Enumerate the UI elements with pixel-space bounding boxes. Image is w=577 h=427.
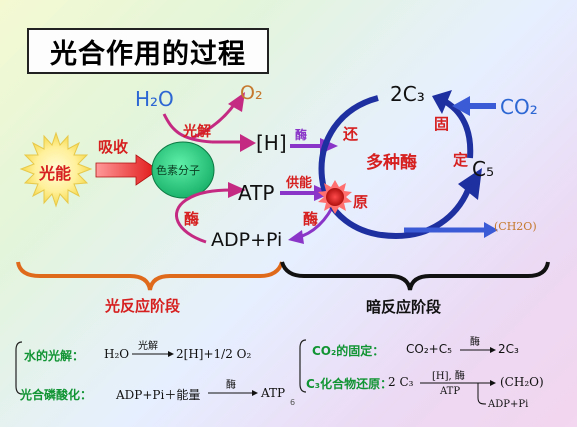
page-title: 光合作用的过程 xyxy=(27,28,269,74)
absorb-arrow xyxy=(95,154,159,186)
fix-label-2: 定 xyxy=(453,151,469,169)
reduce-label-1: 还 xyxy=(343,125,359,143)
cycle-arrowhead-bottom xyxy=(458,168,482,200)
eq1-over: 光解 xyxy=(138,341,158,352)
light-eq-bracket xyxy=(15,341,23,395)
c5-label: C₅ xyxy=(472,157,494,181)
pigment-label: 色素分子 xyxy=(156,164,200,177)
o2-arrowhead xyxy=(228,92,245,112)
o2-label: O₂ xyxy=(240,82,263,104)
cycle-arrowhead-top xyxy=(432,90,452,114)
eq1-arrowhead xyxy=(168,351,174,357)
eq2-row: 光合磷酸化： xyxy=(20,386,92,403)
eq2-lhs: ADP+Pi＋能量 xyxy=(116,388,201,402)
atp-synthesis-arrow xyxy=(175,188,233,244)
enzyme-star-icon xyxy=(318,180,352,214)
dark-stage-brace xyxy=(280,261,550,291)
co2-label: CO₂ xyxy=(500,95,538,119)
eq3-label: CO₂的固定： xyxy=(312,344,385,358)
fix-label-1: 固 xyxy=(434,115,450,133)
ch2o-label: (CH2O) xyxy=(494,220,537,233)
c3-label: 2C₃ xyxy=(390,82,425,106)
eq2-arrowhead xyxy=(252,390,258,396)
photolysis-arrow xyxy=(162,113,213,144)
eq4-label: C₃化合物还原： xyxy=(306,377,393,391)
eq4-over: [H], 酶 xyxy=(432,371,465,382)
reduce-label-2: 原 xyxy=(353,193,369,211)
h-label: [H] xyxy=(256,131,287,155)
dark-eq-bracket xyxy=(299,339,307,393)
page-title-text: 光合作用的过程 xyxy=(50,38,246,70)
eq4-rhs: (CH₂O) xyxy=(500,375,544,389)
eq1-row: 水的光解： xyxy=(24,347,84,364)
enzyme-top-label: 酶 xyxy=(295,128,308,142)
calvin-cycle-ring xyxy=(318,95,471,240)
eq2-label: 光合磷酸化： xyxy=(20,388,93,402)
co2-arrowhead xyxy=(452,96,470,116)
ch2o-arrowhead xyxy=(484,222,498,238)
atp-arrowhead xyxy=(228,182,246,198)
h2o-label: H₂O xyxy=(135,87,174,111)
eq1-rhs: 2[H]+1/2 O₂ xyxy=(176,347,252,361)
eq3-row: CO₂的固定： xyxy=(312,342,384,359)
enzyme-center-label: 酶 xyxy=(303,210,319,228)
eq4-row: C₃化合物还原： xyxy=(306,375,392,392)
eq2-rhs: ATP xyxy=(261,386,286,400)
eq4-byproduct: ADP+Pi xyxy=(488,399,529,410)
h-arrowhead xyxy=(240,134,256,152)
atp-label: ATP xyxy=(238,181,275,205)
eq3-lhs: CO₂+C₅ xyxy=(406,342,452,356)
light-energy-label: 光能 xyxy=(39,164,72,183)
adp-return-arrowhead xyxy=(288,230,304,244)
eq3-over: 酶 xyxy=(470,337,480,348)
enzyme-lower-label: 酶 xyxy=(184,210,200,228)
light-stage-label: 光反应阶段 xyxy=(105,297,181,315)
eq4-byproduct-branch xyxy=(477,383,487,405)
calvin-cycle-right xyxy=(444,99,474,159)
page-mark: 6 xyxy=(290,398,296,407)
pigment-ellipse xyxy=(151,141,215,199)
absorb-label: 吸收 xyxy=(98,138,129,156)
eq4-under: ATP xyxy=(440,386,461,397)
eq2-over: 酶 xyxy=(226,380,236,391)
supply-energy-label: 供能 xyxy=(286,176,313,191)
eq1-label: 水的光解： xyxy=(24,349,85,363)
light-stage-brace xyxy=(16,261,284,291)
eq4-lhs: 2 C₃ xyxy=(388,375,414,389)
many-enzymes-label: 多种酶 xyxy=(366,153,417,173)
adp-pi-label: ADP+Pi xyxy=(211,229,283,251)
sun-icon xyxy=(19,131,93,208)
photolysis-label: 光解 xyxy=(183,124,211,140)
eq4-arrowhead xyxy=(490,380,496,386)
dark-stage-label: 暗反应阶段 xyxy=(366,298,442,316)
eq3-rhs: 2C₃ xyxy=(498,342,519,356)
eq1-lhs: H₂O xyxy=(104,347,130,361)
eq3-arrowhead xyxy=(490,347,496,353)
